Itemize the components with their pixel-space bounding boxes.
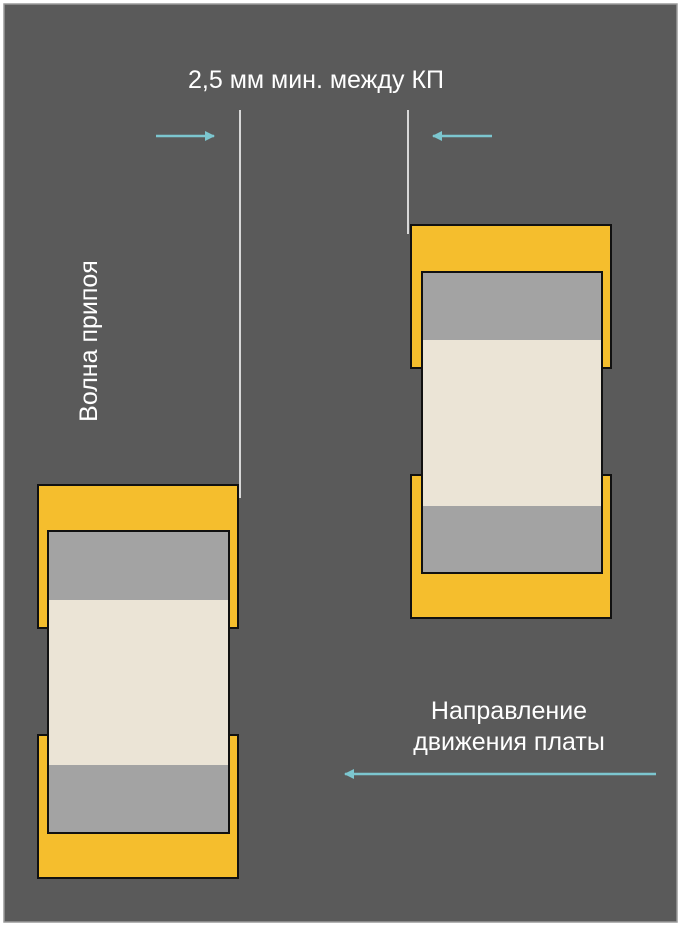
left-bottom-terminal xyxy=(48,765,229,833)
spacing-label: 2,5 мм мин. между КП xyxy=(188,66,444,94)
right-component xyxy=(410,224,612,619)
right-top-terminal xyxy=(422,272,602,340)
direction-label-line1: Направление xyxy=(431,697,587,725)
left-component xyxy=(37,484,239,879)
right-bottom-terminal xyxy=(422,506,602,573)
direction-label-line2: движения платы xyxy=(413,728,605,756)
right-component-outline xyxy=(421,271,603,574)
left-top-terminal xyxy=(48,531,229,600)
left-component-outline xyxy=(47,530,230,834)
solder-wave-label: Волна припоя xyxy=(75,260,103,422)
